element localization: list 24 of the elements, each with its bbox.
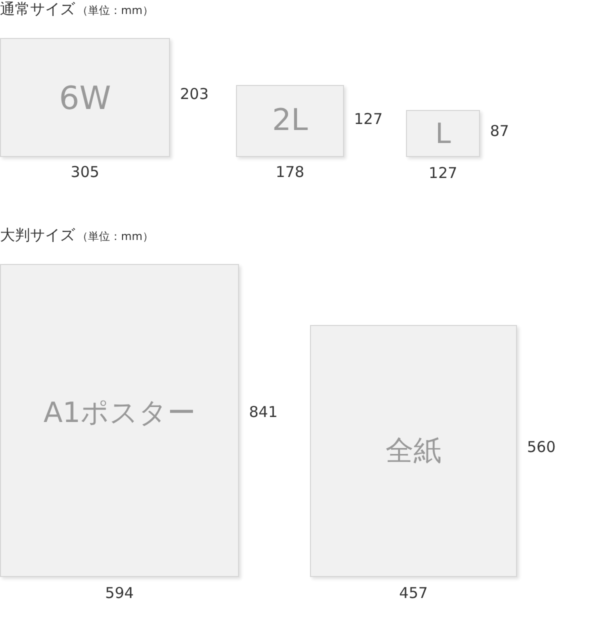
size-name: 2L (272, 106, 308, 136)
unit-note: （単位：mm） (77, 4, 154, 18)
paper-size-box (310, 325, 517, 577)
section-heading: 通常サイズ (0, 0, 75, 18)
height-dimension: 203 (180, 87, 209, 102)
size-name: 全紙 (386, 437, 442, 465)
unit-note: （単位：mm） (77, 230, 154, 244)
height-dimension: 87 (490, 124, 510, 139)
width-dimension: 594 (105, 586, 134, 601)
height-dimension: 841 (249, 405, 278, 420)
paper-size-box (0, 264, 239, 577)
size-name: L (435, 120, 451, 148)
height-dimension: 127 (354, 112, 383, 127)
height-dimension: 560 (527, 440, 556, 455)
paper-size-box (406, 110, 480, 157)
paper-size-box (236, 85, 344, 157)
width-dimension: 127 (428, 166, 458, 181)
width-dimension: 305 (70, 165, 100, 180)
section-heading: 大判サイズ (0, 226, 75, 244)
paper-size-box (0, 38, 170, 157)
width-dimension: 457 (399, 586, 428, 601)
size-name: A1ポスター (44, 398, 196, 426)
size-name: 6W (59, 82, 111, 114)
width-dimension: 178 (276, 165, 304, 180)
